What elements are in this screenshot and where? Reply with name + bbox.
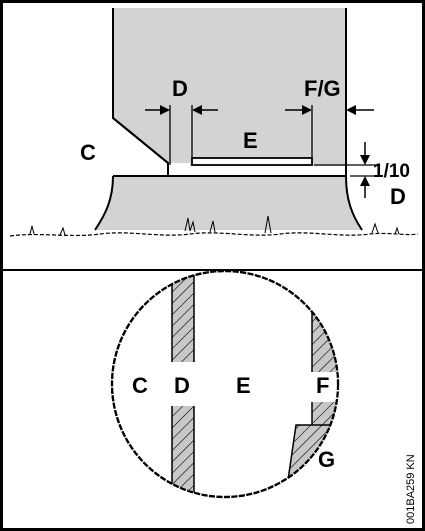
dimension-d-arrows: [145, 105, 218, 165]
label-top-d: D: [172, 76, 188, 101]
label-top-d-right: D: [390, 184, 406, 209]
label-top-ratio: 1/10: [373, 161, 410, 182]
notch-cut: [112, 117, 169, 176]
ground-line: [9, 232, 419, 237]
label-bottom-d: D: [174, 373, 190, 398]
trunk-stump: [95, 176, 362, 230]
label-top-e: E: [243, 128, 258, 153]
label-bottom-g: G: [318, 447, 335, 472]
stump-left-edge: [94, 175, 114, 231]
figure-code: 001BA259 KN: [405, 454, 417, 524]
dimension-tenth-arrows: [314, 142, 380, 198]
trunk-right-edge: [345, 8, 363, 231]
label-top-c: C: [80, 140, 96, 165]
hinge-gap: [170, 362, 196, 406]
label-bottom-c: C: [132, 373, 148, 398]
grass-tufts: [29, 215, 400, 236]
dimension-fg-arrows: [285, 105, 374, 158]
trunk-upper: [113, 8, 346, 166]
label-bottom-f: F: [316, 373, 329, 398]
felling-cut-bar: [191, 157, 313, 166]
holding-strip-gap: [310, 372, 338, 402]
label-bottom-e: E: [236, 373, 251, 398]
label-top-fg: F/G: [304, 76, 341, 101]
